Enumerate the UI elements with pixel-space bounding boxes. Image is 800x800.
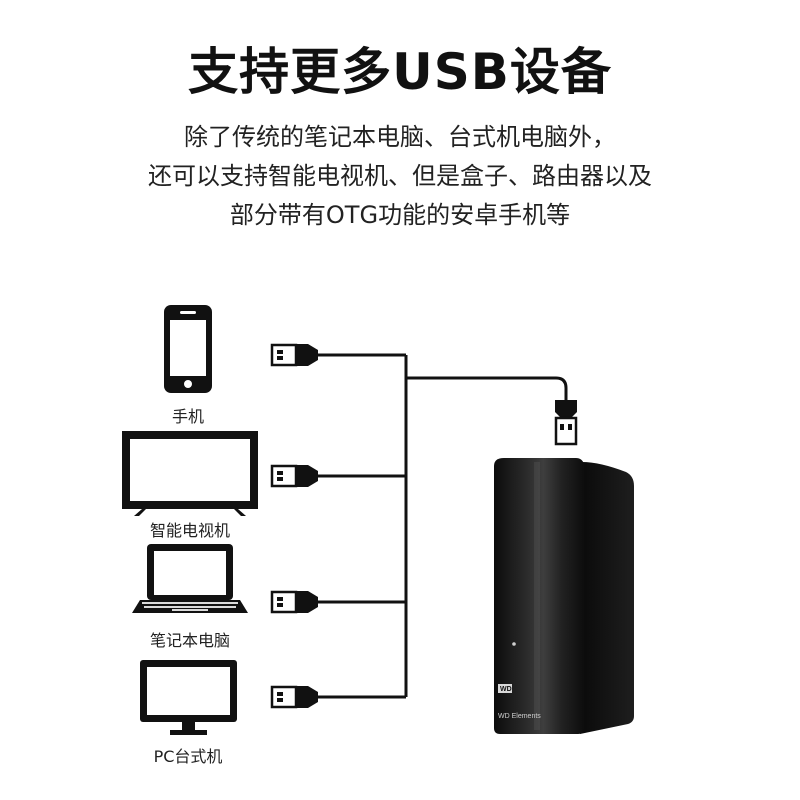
smart-tv-icon: [122, 431, 258, 516]
usb-plug-phone-icon: [270, 343, 318, 367]
page-title: 支持更多USB设备: [188, 43, 612, 101]
wd-logo: [498, 684, 512, 693]
device-label-laptop: 笔记本电脑: [149, 631, 230, 650]
usb-plug-tv-icon: [270, 464, 318, 488]
description-line-2: 还可以支持智能电视机、但是盒子、路由器以及: [148, 162, 652, 190]
usb-plug-desktop-icon: [270, 685, 318, 709]
device-label-tv: 智能电视机: [149, 521, 230, 540]
description-line-1: 除了传统的笔记本电脑、台式机电脑外，: [184, 123, 616, 151]
usb-plug-laptop-icon: [270, 590, 318, 614]
device-label-phone: 手机: [171, 407, 204, 426]
laptop-icon: [132, 544, 248, 613]
usb-plug-drive-icon: [554, 400, 578, 446]
wd-elements-drive: WD WD Elements: [494, 458, 634, 734]
wd-logo-text: WD: [500, 686, 512, 693]
description-line-3: 部分带有OTG功能的安卓手机等: [229, 201, 571, 229]
usb-cables: [318, 353, 568, 699]
wd-model-text: WD Elements: [498, 713, 541, 720]
desktop-pc-icon: [140, 660, 237, 735]
smartphone-icon: [164, 305, 212, 393]
device-label-desktop: PC台式机: [153, 747, 223, 766]
